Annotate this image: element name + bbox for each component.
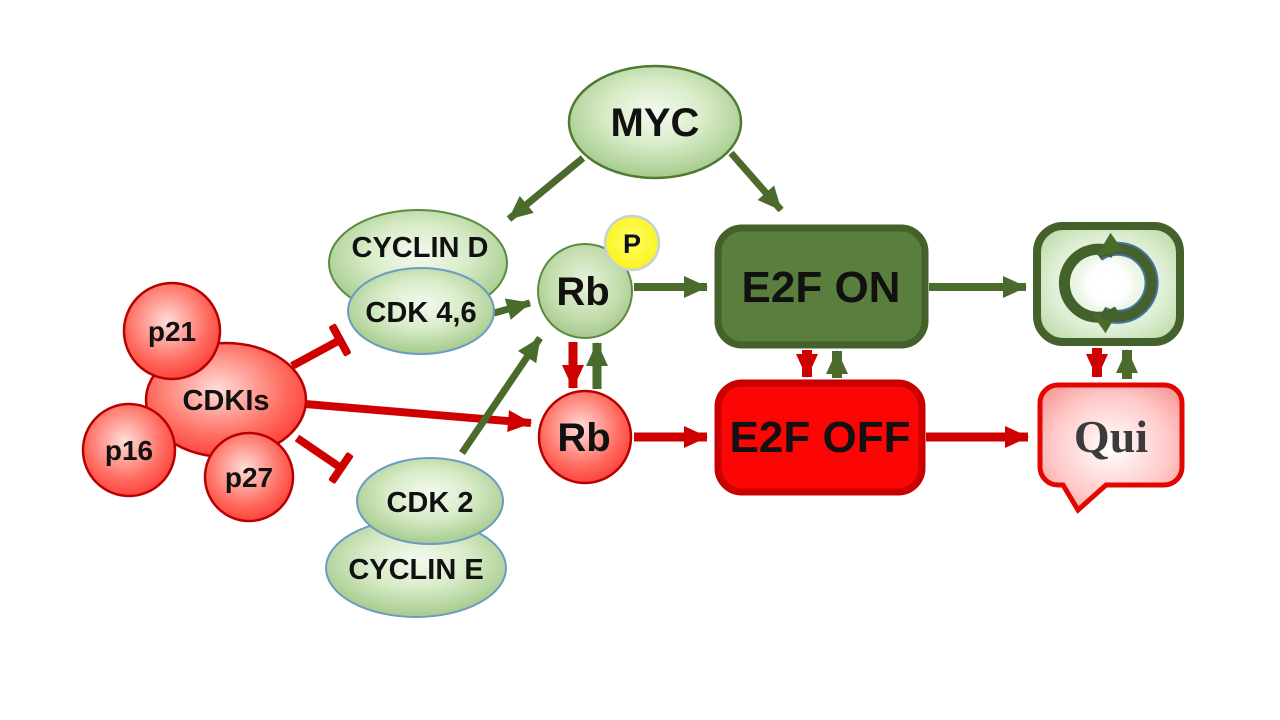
edge-cdkis-inhibits-cdk46-tbar bbox=[290, 323, 351, 370]
p16-label: p16 bbox=[105, 435, 153, 466]
edge-cdkis-inhibits-cdk2-tbar bbox=[294, 434, 354, 484]
cdk46-label: CDK 4,6 bbox=[365, 297, 476, 329]
edge-myc-to-cyclind-arrow bbox=[506, 155, 586, 222]
phosphate-label: P bbox=[623, 229, 641, 259]
e2f-on-label: E2F ON bbox=[742, 263, 901, 312]
cell-cycle-arrows-icon bbox=[1058, 232, 1159, 334]
node-p21: p21 bbox=[122, 281, 222, 381]
rb-active-label: Rb bbox=[557, 416, 610, 460]
cdkis-label: CDKIs bbox=[182, 385, 269, 417]
node-cell-cycle bbox=[1033, 222, 1184, 346]
node-p27: p27 bbox=[203, 431, 295, 523]
quiescence-label: Qui bbox=[1074, 411, 1148, 462]
edge-myc-to-e2fon-arrow bbox=[728, 150, 784, 213]
e2f-off-label: E2F OFF bbox=[730, 413, 911, 462]
node-myc: MYC bbox=[567, 64, 743, 180]
myc-label: MYC bbox=[611, 101, 700, 145]
p27-label: p27 bbox=[225, 462, 273, 493]
p21-label: p21 bbox=[148, 316, 196, 347]
cyclin-d-label: CYCLIN D bbox=[352, 232, 489, 264]
edge-cdk46-to-rbp-arrow bbox=[493, 298, 531, 320]
node-rb-phosphorylated: Rb bbox=[537, 243, 633, 339]
rb-phosphorylated-label: Rb bbox=[556, 270, 609, 314]
cdk2-label: CDK 2 bbox=[386, 487, 473, 519]
node-cyclin-e: CYCLIN E bbox=[325, 518, 507, 618]
node-cdk2: CDK 2 bbox=[356, 457, 504, 545]
cyclin-e-label: CYCLIN E bbox=[348, 554, 483, 586]
node-cdk46: CDK 4,6 bbox=[347, 267, 495, 355]
node-quiescence: Qui bbox=[1037, 382, 1185, 514]
node-rb-active: Rb bbox=[537, 389, 633, 485]
phosphate-badge: P bbox=[603, 214, 661, 272]
edge-cdk2-to-rbp-arrow bbox=[459, 336, 543, 455]
node-e2f-on: E2F ON bbox=[714, 224, 929, 349]
node-p16: p16 bbox=[81, 402, 177, 498]
edge-cdkis-to-rb-arrow bbox=[304, 400, 532, 433]
node-e2f-off: E2F OFF bbox=[714, 379, 926, 496]
